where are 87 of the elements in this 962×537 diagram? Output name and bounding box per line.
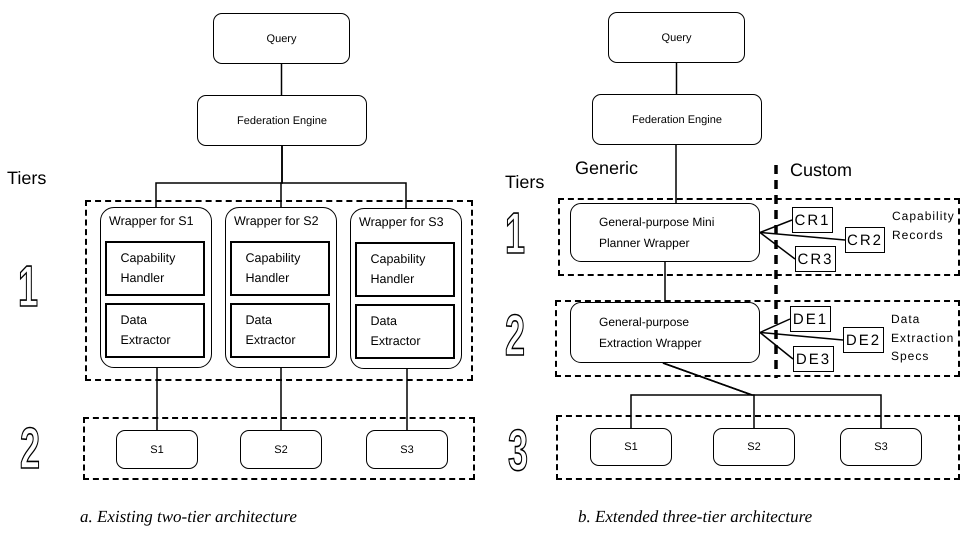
connector-line xyxy=(281,146,407,208)
tier-region xyxy=(555,300,960,377)
figure-caption: a. Existing two-tier architecture xyxy=(80,507,297,527)
tier-region xyxy=(558,198,960,276)
wrapper-box xyxy=(570,203,760,262)
connector-line xyxy=(406,369,408,430)
node-label: CR3 xyxy=(797,250,834,268)
node-label: CR2 xyxy=(846,232,883,248)
connector-line xyxy=(662,362,882,428)
record-box xyxy=(843,327,884,353)
figure-caption: b. Extended three-tier architecture xyxy=(578,507,812,527)
node-label: S3 xyxy=(874,441,888,453)
section-label: Generic xyxy=(575,158,638,179)
node-label: DE3 xyxy=(796,350,832,368)
section-label: Tiers xyxy=(505,172,544,193)
node-label: Wrapper for S1 xyxy=(109,214,194,228)
connector-line xyxy=(760,332,844,341)
record-box xyxy=(845,227,885,253)
process-box xyxy=(116,430,198,469)
connector-line xyxy=(760,232,796,260)
component-box xyxy=(230,240,330,296)
connector-line xyxy=(675,145,677,203)
connector-line xyxy=(280,64,282,95)
component-box xyxy=(230,302,330,358)
node-label: S3 xyxy=(400,444,414,456)
record-box xyxy=(793,346,834,372)
process-box xyxy=(213,13,350,64)
node-label: Query xyxy=(266,32,296,44)
record-box xyxy=(792,207,833,233)
node-label: Capability Handler xyxy=(246,250,302,287)
wrapper-box xyxy=(225,207,337,368)
tier-number: 3 xyxy=(508,422,528,480)
connector-line xyxy=(280,368,282,430)
node-label: Capability Handler xyxy=(120,250,176,287)
section-label: Data Extraction Specs xyxy=(891,311,956,366)
node-label: CR1 xyxy=(794,212,830,228)
connector-line xyxy=(676,63,678,94)
process-box xyxy=(366,430,448,469)
process-box xyxy=(590,428,672,466)
node-label: Federation Engine xyxy=(237,114,327,126)
connector-line xyxy=(760,219,792,234)
record-box xyxy=(790,306,831,332)
process-box xyxy=(840,428,922,466)
node-label: General-purpose Mini Planner Wrapper xyxy=(599,214,716,252)
node-label: DE2 xyxy=(846,332,882,348)
connector-line xyxy=(156,368,158,430)
node-label: General-purpose Extraction Wrapper xyxy=(599,314,702,352)
process-box xyxy=(592,94,762,145)
node-label: S1 xyxy=(624,441,638,453)
component-box xyxy=(354,304,454,358)
process-box xyxy=(197,95,367,146)
node-label: Data Extractor xyxy=(370,313,422,350)
node-label: Capability Handler xyxy=(370,251,426,288)
tier-number: 1 xyxy=(505,205,525,263)
tier-number: 2 xyxy=(20,420,40,478)
connector-line xyxy=(664,262,666,302)
node-label: Wrapper for S2 xyxy=(234,214,319,228)
process-box xyxy=(713,428,795,466)
section-label: Capability Records xyxy=(892,208,956,244)
section-label: Tiers xyxy=(7,168,46,189)
node-label: Wrapper for S3 xyxy=(359,215,444,229)
node-label: Query xyxy=(662,32,692,44)
connector-line xyxy=(760,332,794,360)
connector-line xyxy=(760,318,790,334)
tier-number: 2 xyxy=(505,307,525,365)
node-label: S2 xyxy=(747,441,761,453)
record-box xyxy=(795,246,836,272)
wrapper-box xyxy=(100,207,212,368)
process-box xyxy=(608,12,745,63)
node-label: S2 xyxy=(274,444,288,456)
component-box xyxy=(104,240,204,296)
tier-region xyxy=(85,200,473,381)
wrapper-box xyxy=(350,208,462,369)
node-label: Federation Engine xyxy=(632,114,722,126)
section-label: Custom xyxy=(790,160,852,181)
tier-region xyxy=(83,417,475,480)
tier-region xyxy=(556,415,960,480)
node-label: Data Extractor xyxy=(246,312,297,349)
wrapper-box xyxy=(570,302,760,363)
component-box xyxy=(354,242,454,296)
process-box xyxy=(240,430,322,469)
component-box xyxy=(104,302,204,358)
connector-line xyxy=(760,232,846,241)
node-label: DE1 xyxy=(792,310,828,328)
node-label: Data Extractor xyxy=(120,312,172,349)
tier-number: 1 xyxy=(18,258,38,316)
node-label: S1 xyxy=(150,444,164,456)
